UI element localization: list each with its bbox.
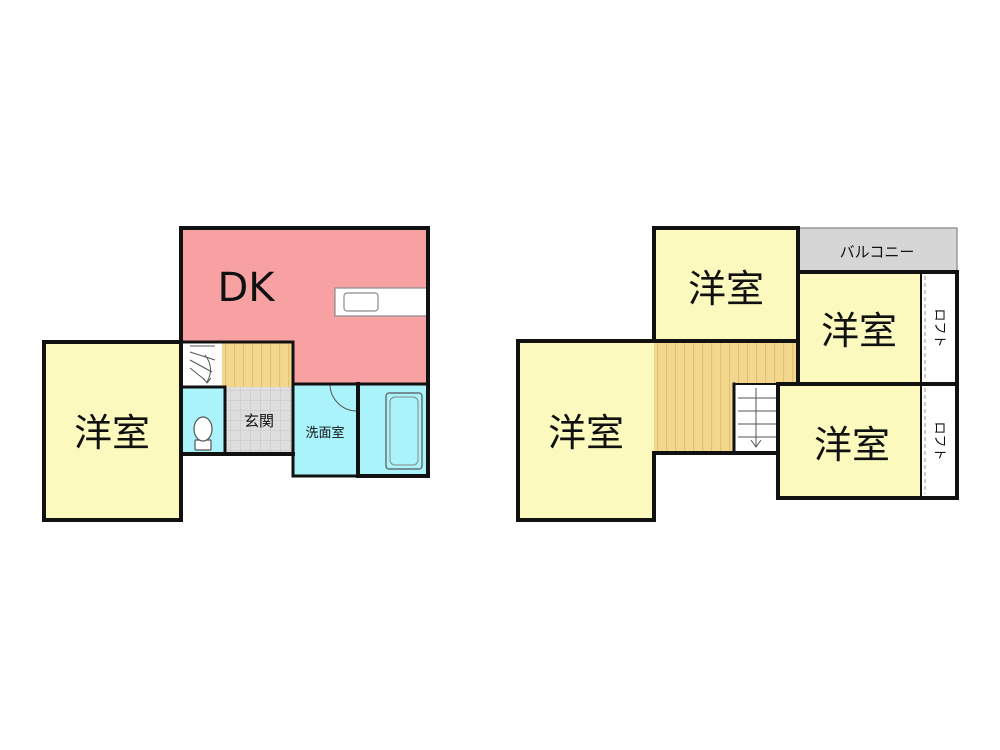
stair-landing-1f <box>222 342 293 387</box>
stair-steps-1f <box>189 345 216 384</box>
dk-room <box>181 228 428 384</box>
toilet-icon <box>193 416 213 451</box>
kitchen-sink-icon <box>343 292 379 312</box>
floor-2: バルコニー <box>516 226 959 522</box>
senmen-door-swing <box>329 383 358 412</box>
bathtub-icon <box>385 392 423 470</box>
balcony-label: バルコニー <box>840 243 915 261</box>
bedroom-2f-left <box>518 341 654 520</box>
balcony <box>797 227 958 273</box>
loft-lower <box>921 384 957 498</box>
bedroom-2f-bottom-right <box>778 384 921 498</box>
loft-upper <box>921 272 957 384</box>
stair-steps-2f <box>738 388 776 448</box>
dk-label: DK <box>217 265 276 311</box>
bedroom-2f-top <box>654 228 798 341</box>
bedroom-2f-mid-right-label: 洋室 <box>821 309 897 353</box>
walls-1f-dk <box>179 226 430 478</box>
bedroom-2f-top-label: 洋室 <box>688 267 764 311</box>
loft-upper-label: ロフト <box>932 308 947 347</box>
floor-1: 玄関 洗面室 DK 洋室 <box>42 226 430 522</box>
bathtub-inner <box>389 396 419 466</box>
bedroom-2f-bottom-right-label: 洋室 <box>814 423 890 467</box>
loft-lower-label: ロフト <box>932 421 947 460</box>
bedroom-2f-mid-right <box>798 272 921 384</box>
genkan-label: 玄関 <box>244 412 274 430</box>
stair-1f <box>181 342 222 387</box>
senmen-label: 洗面室 <box>305 425 344 441</box>
bedroom-1f <box>44 342 181 520</box>
senmen-room <box>293 384 358 476</box>
bedroom-2f-left-label: 洋室 <box>548 411 624 455</box>
walls-1f-bedroom <box>42 340 183 522</box>
bath-room <box>358 384 428 476</box>
bedroom-1f-label: 洋室 <box>74 411 150 455</box>
genkan-room <box>225 387 293 454</box>
